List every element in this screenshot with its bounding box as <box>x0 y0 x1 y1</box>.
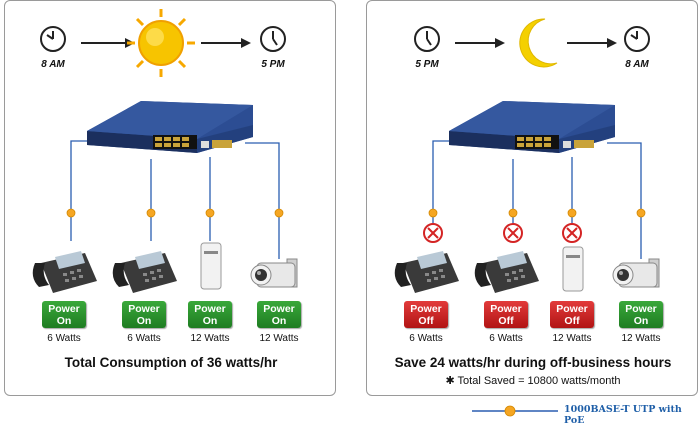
daytime-panel: 8 AM 5 PM Power On Power On Power On Pow… <box>4 0 336 396</box>
access-point-icon <box>200 242 222 290</box>
sun-icon <box>127 9 195 77</box>
ip-phone-icon <box>112 251 177 293</box>
power-status-badge: Power On <box>122 301 166 328</box>
switch-icon <box>449 101 615 153</box>
cross-icon <box>503 223 523 243</box>
device-wattage: 6 Watts <box>47 333 81 344</box>
power-status-badge: Power On <box>257 301 301 328</box>
power-status-badge: Power On <box>619 301 663 328</box>
ip-camera-icon <box>250 258 298 288</box>
legend-label: 1000BASE-T UTP with PoE <box>564 404 682 426</box>
poe-cables <box>432 140 642 259</box>
access-point-icon <box>562 246 584 292</box>
arrow-icon <box>201 38 251 48</box>
ip-phone-icon <box>32 251 97 293</box>
power-status-badge: Power Off <box>550 301 594 328</box>
end-time-label: 8 AM <box>625 59 649 70</box>
power-status-badge: Power On <box>188 301 232 328</box>
switch-icon <box>87 101 253 153</box>
clock-icon <box>260 26 286 52</box>
device-wattage: 12 Watts <box>259 333 299 344</box>
poe-cables <box>70 140 280 259</box>
consumption-headline: Total Consumption of 36 watts/hr <box>64 355 278 370</box>
moon-icon <box>519 18 558 68</box>
clock-icon <box>624 26 650 52</box>
power-status-badge: Power Off <box>484 301 528 328</box>
ip-camera-icon <box>612 258 660 288</box>
start-time-label: 8 AM <box>41 59 65 70</box>
ip-phone-icon <box>394 251 459 293</box>
savings-headline: Save 24 watts/hr during off-business hou… <box>394 355 672 370</box>
clock-icon <box>40 26 66 52</box>
arrow-icon <box>567 38 617 48</box>
poe-dot-icon <box>66 208 284 218</box>
total-saved-note: ✱ Total Saved = 10800 watts/month <box>445 375 621 387</box>
night-scene <box>394 18 660 293</box>
start-time-label: 5 PM <box>415 59 439 70</box>
ip-phone-icon <box>474 251 539 293</box>
daytime-scene <box>32 9 298 293</box>
power-status-badge: Power Off <box>404 301 448 328</box>
poe-dot-icon <box>428 208 646 218</box>
legend-cable-icon <box>472 405 558 417</box>
arrow-icon <box>455 38 505 48</box>
cross-icon <box>562 223 582 243</box>
night-panel: 5 PM 8 AM Power Off Power Off Power Off … <box>366 0 698 396</box>
device-wattage: 6 Watts <box>489 333 523 344</box>
clock-icon <box>414 26 440 52</box>
device-wattage: 12 Watts <box>621 333 661 344</box>
power-status-badge: Power On <box>42 301 86 328</box>
device-wattage: 12 Watts <box>190 333 230 344</box>
end-time-label: 5 PM <box>261 59 285 70</box>
arrow-icon <box>81 38 135 48</box>
device-wattage: 12 Watts <box>552 333 592 344</box>
device-wattage: 6 Watts <box>409 333 443 344</box>
cross-icon <box>423 223 443 243</box>
device-wattage: 6 Watts <box>127 333 161 344</box>
